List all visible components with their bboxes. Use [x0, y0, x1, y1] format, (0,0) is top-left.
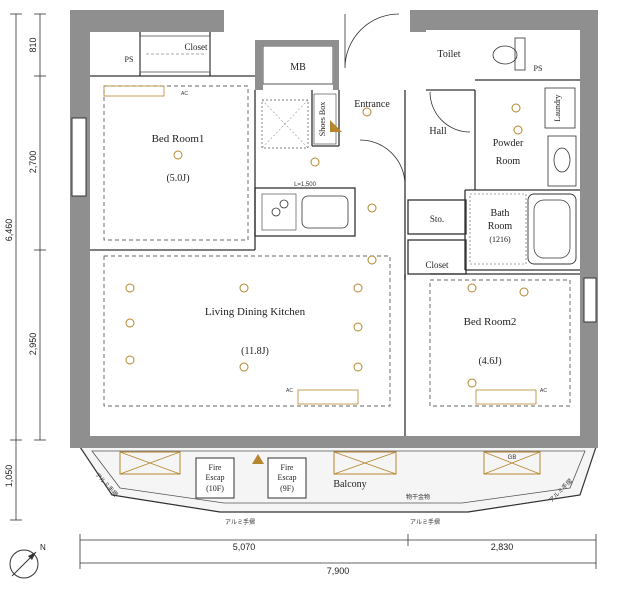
room-name: Hall [429, 126, 446, 137]
fire-escape-floor: (10F) [206, 484, 224, 493]
room-name: Bed Room1 [152, 133, 205, 145]
room-name: Toilet [437, 49, 460, 60]
fire-escape-label: Fire [209, 463, 222, 472]
dimension-label: 6,460 [4, 219, 14, 242]
outdoor-unit [333, 451, 397, 475]
window [583, 277, 597, 323]
fire-escape-10f: Fire Escap (10F) [195, 457, 235, 499]
room-size: (11.8J) [241, 346, 269, 357]
downlight-icon [353, 283, 363, 293]
room-name: Living Dining Kitchen [205, 306, 306, 318]
downlight-icon [367, 255, 377, 265]
outdoor-unit [119, 451, 181, 475]
room-name: Room [488, 221, 513, 232]
closet-top: Closet [139, 35, 211, 73]
downlight-icon [239, 362, 249, 372]
powder-room: Powder Room Laundry [493, 87, 577, 187]
downlight-icon [239, 283, 249, 293]
dimension-label: 5,070 [233, 542, 256, 552]
balcony-label: Balcony [333, 479, 366, 490]
dimension-label: 2,700 [28, 151, 38, 174]
room-name: Powder [493, 138, 524, 149]
closet-label: Closet [184, 42, 208, 52]
downlight-icon [125, 283, 135, 293]
fire-escape-label: Escap [205, 473, 224, 482]
laundry-label: Laundry [553, 94, 562, 121]
dimension-label: 810 [28, 37, 38, 52]
laundry-pole-label: 物干金物 [406, 493, 430, 501]
bedroom2: Bed Room2 (4.6J) AC [429, 279, 571, 407]
downlight-icon [362, 107, 372, 117]
downlight-icon [353, 362, 363, 372]
bottom-dimensions [79, 534, 597, 569]
room-size: (4.6J) [478, 356, 501, 367]
fire-escape-9f: Fire Escap (9F) [267, 457, 307, 499]
room-name: Entrance [354, 99, 390, 110]
downlight-icon [353, 322, 363, 332]
kitchen-length: L=1,500 [294, 182, 317, 188]
ac-label: AC [286, 388, 293, 394]
railing-label: アルミ手摺 [225, 518, 255, 526]
dimension-label: 2,830 [491, 542, 514, 552]
mb-label: MB [290, 62, 306, 73]
entrance: Entrance Shoes Box [313, 13, 471, 186]
ldk: Living Dining Kitchen (11.8J) AC [103, 255, 391, 407]
fire-escape-label: Escap [277, 473, 296, 482]
ac-label: AC [181, 91, 188, 97]
bedroom1: Bed Room1 (5.0J) AC [103, 85, 249, 241]
room-size: (5.0J) [166, 173, 189, 184]
entry-arrow-icon [330, 120, 342, 132]
room-name: Bath [491, 208, 510, 219]
downlight-icon [511, 103, 521, 113]
room-name: Bed Room2 [464, 316, 517, 328]
interior-walls [90, 32, 580, 436]
north-arrow-icon: N [9, 543, 46, 579]
downlight-icon [310, 157, 320, 167]
downlight-icon [173, 150, 183, 160]
window [71, 117, 87, 197]
meter-arrow-icon [252, 454, 264, 464]
downlight-icon [125, 318, 135, 328]
left-dimensions [10, 13, 46, 521]
toilet: Toilet [437, 37, 526, 71]
fire-escape-label: Fire [281, 463, 294, 472]
downlight-icon [513, 125, 523, 135]
ps-label: PS [534, 64, 543, 73]
downlight-icon [467, 283, 477, 293]
dimension-label: 1,050 [4, 465, 14, 488]
balcony-area: GB Fire Escap (10F) Fire Escap (9F) Balc… [76, 443, 598, 526]
dimension-label: 2,950 [28, 333, 38, 356]
downlight-icon [519, 287, 529, 297]
north-label: N [40, 543, 46, 552]
gb-label: GB [508, 455, 517, 461]
ps-label: PS [125, 55, 134, 64]
dimension-label: 7,900 [327, 566, 350, 576]
bath-size: (1216) [489, 235, 511, 244]
railing-label: アルミ手摺 [410, 518, 440, 526]
closet-label: Closet [425, 260, 449, 270]
downlight-icon [367, 203, 377, 213]
downlight-icon [125, 355, 135, 365]
ac-label: AC [540, 388, 547, 394]
downlight-icon [467, 378, 477, 388]
water-heater-unit: GB [483, 451, 541, 475]
kitchen: L=1,500 [261, 99, 349, 231]
ceiling-lights [125, 103, 529, 388]
storage-label: Sto. [430, 214, 444, 224]
room-name: Room [496, 156, 521, 167]
fire-escape-floor: (9F) [280, 484, 294, 493]
bath-room: Bath Room (1216) [469, 193, 577, 265]
shoes-box-label: Shoes Box [318, 102, 327, 136]
